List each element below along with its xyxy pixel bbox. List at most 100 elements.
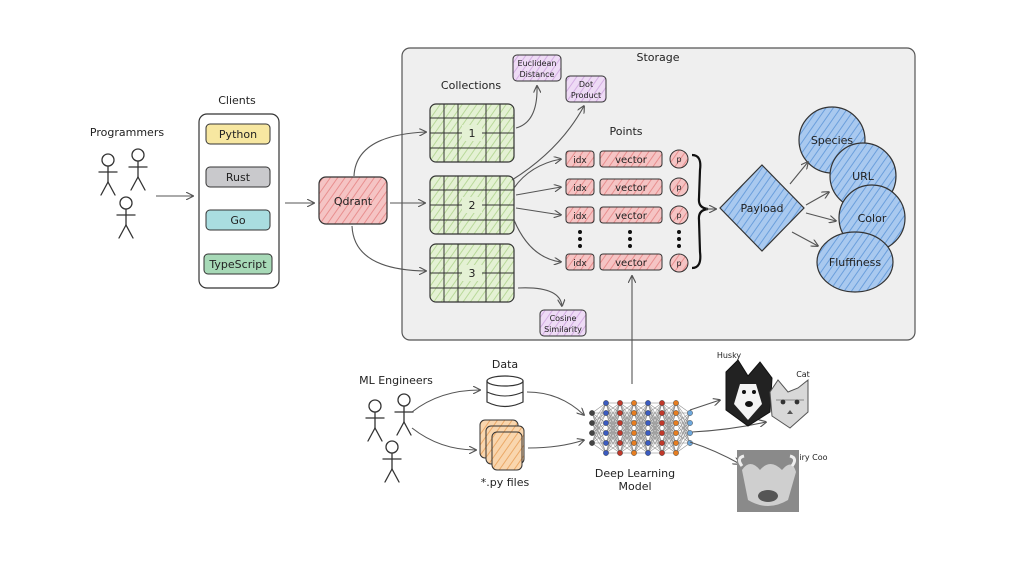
nn-edge: [619, 442, 635, 454]
nn-edge: [675, 412, 691, 454]
point-vector: vector: [615, 183, 648, 194]
payload-node[interactable]: Payload: [719, 164, 805, 252]
data-store[interactable]: Data: [486, 358, 524, 408]
nn-edge: [647, 432, 663, 454]
cosine-similarity-tag: Cosine Similarity: [539, 309, 587, 337]
data-label: Data: [492, 358, 518, 371]
nn-node: [617, 420, 623, 426]
point-idx: idx: [573, 184, 587, 194]
nn-edge: [591, 402, 607, 444]
point-row[interactable]: idx vector p: [565, 253, 689, 273]
nn-edge: [647, 402, 663, 424]
point-row[interactable]: idx vector p: [565, 177, 689, 197]
py-files-label: *.py files: [481, 476, 530, 489]
nn-edge: [647, 402, 663, 434]
nn-edge: [605, 402, 621, 424]
programmers-label: Programmers: [90, 126, 164, 139]
dot-line2: Product: [571, 91, 601, 100]
nn-edge: [591, 402, 607, 414]
nn-edge: [675, 412, 691, 424]
client-rust-label: Rust: [226, 171, 251, 184]
husky-image: Husky: [717, 351, 773, 427]
nn-node: [603, 400, 609, 406]
nn-edge: [633, 442, 649, 454]
programmers-group: Programmers: [90, 126, 164, 239]
nn-edge: [633, 432, 649, 454]
nn-edge: [661, 412, 677, 454]
point-vector: vector: [615, 258, 648, 269]
nn-edge: [619, 422, 635, 454]
nn-edge: [619, 432, 635, 454]
nn-node: [645, 410, 651, 416]
nn-node: [673, 400, 679, 406]
hairy-coo-label: Hairy Coo: [788, 453, 827, 462]
nn-edge: [661, 432, 677, 454]
person-icon: [365, 399, 385, 442]
nn-node: [659, 410, 665, 416]
nn-edge: [633, 412, 649, 454]
cosine-line2: Similarity: [544, 325, 582, 334]
euclidean-line2: Distance: [520, 70, 555, 79]
ml-engineers-label: ML Engineers: [359, 374, 433, 387]
client-python[interactable]: Python: [205, 123, 271, 145]
point-row[interactable]: idx vector p: [565, 149, 689, 169]
nn-edge: [633, 402, 649, 444]
nn-edge: [605, 442, 621, 454]
nn-node: [631, 440, 637, 446]
nn-node: [659, 400, 665, 406]
client-go[interactable]: Go: [205, 209, 271, 231]
point-vector: vector: [615, 211, 648, 222]
qdrant-node[interactable]: Qdrant: [318, 176, 388, 225]
nn-edge: [661, 402, 677, 414]
client-typescript[interactable]: TypeScript: [203, 253, 273, 275]
nn-edge: [661, 402, 677, 444]
nn-node: [603, 450, 609, 456]
nn-edge: [619, 402, 635, 424]
payload-field-fluffiness-label: Fluffiness: [829, 256, 881, 269]
payload-field-fluffiness[interactable]: Fluffiness: [816, 231, 894, 293]
nn-edge: [591, 432, 607, 444]
collection-1-label: 1: [469, 127, 476, 140]
nn-edge: [633, 422, 649, 454]
point-payload: p: [676, 155, 681, 164]
nn-edge: [633, 402, 649, 454]
deep-learning-model[interactable]: Deep Learning Model: [589, 400, 693, 493]
nn-node: [645, 420, 651, 426]
nn-edge: [647, 402, 663, 414]
nn-edge: [675, 422, 691, 454]
nn-node: [687, 430, 693, 436]
nn-edge: [647, 412, 663, 454]
person-icon: [382, 440, 402, 483]
py-files-stack[interactable]: *.py files: [479, 419, 530, 489]
nn-edge: [633, 402, 649, 424]
point-payload: p: [676, 183, 681, 192]
collection-1[interactable]: 1: [429, 103, 515, 163]
collection-2[interactable]: 2: [429, 175, 515, 235]
collection-2-label: 2: [469, 199, 476, 212]
clients-title: Clients: [218, 94, 256, 107]
nn-node: [603, 420, 609, 426]
nn-node: [673, 430, 679, 436]
client-rust[interactable]: Rust: [205, 166, 271, 188]
nn-edge: [591, 402, 607, 424]
nn-edge: [591, 412, 607, 444]
point-row[interactable]: idx vector p: [565, 205, 689, 225]
model-label-line2: Model: [618, 480, 651, 493]
payload-field-species-label: Species: [811, 134, 854, 147]
cat-image: Cat: [769, 370, 810, 429]
qdrant-label: Qdrant: [334, 195, 373, 208]
person-icon: [394, 393, 414, 436]
nn-node: [631, 410, 637, 416]
nn-node: [631, 420, 637, 426]
person-icon: [98, 153, 118, 196]
nn-node: [673, 420, 679, 426]
dot-product-tag: Dot Product: [565, 75, 607, 103]
collection-3[interactable]: 3: [429, 243, 515, 303]
point-payload: p: [676, 259, 681, 268]
nn-edge: [647, 442, 663, 454]
nn-node: [645, 450, 651, 456]
nn-node: [589, 420, 595, 426]
payload-label: Payload: [741, 202, 784, 215]
nn-node: [645, 430, 651, 436]
nn-node: [603, 430, 609, 436]
